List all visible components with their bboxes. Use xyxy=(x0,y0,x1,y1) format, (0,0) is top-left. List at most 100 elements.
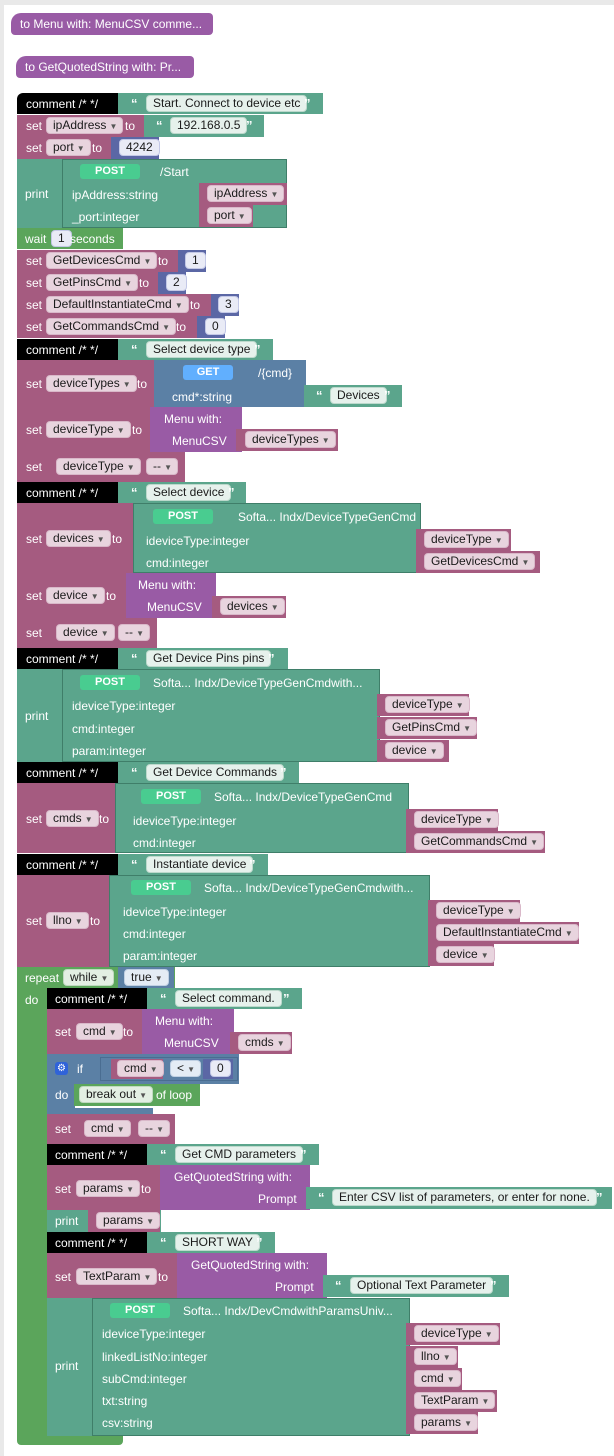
devices-string-value[interactable]: Devices xyxy=(330,387,387,404)
var-getpinscmd-dropdown[interactable]: GetPinsCmd▼ xyxy=(46,274,139,291)
var-devicetype-dropdown[interactable]: deviceType▼ xyxy=(424,531,509,548)
comment-block-select-cmd[interactable] xyxy=(47,988,153,1009)
port-value[interactable]: 4242 xyxy=(119,139,160,156)
var-getdevicescmd-name: GetDevicesCmd xyxy=(431,554,519,568)
api-post-pins-block[interactable] xyxy=(62,669,380,762)
var-llno-dropdown[interactable]: llno▼ xyxy=(414,1348,457,1365)
to-keyword: to xyxy=(132,423,143,437)
comment-block-cmd-params[interactable] xyxy=(47,1144,153,1165)
wait-value[interactable]: 1 xyxy=(51,230,72,247)
var-device-dropdown[interactable]: device▼ xyxy=(56,624,115,641)
var-devicetypes-dropdown[interactable]: deviceTypes▼ xyxy=(245,431,336,448)
var-llno-dropdown[interactable]: llno▼ xyxy=(46,912,89,929)
comment-block-start[interactable] xyxy=(17,93,123,114)
comment-block-pins[interactable] xyxy=(17,648,123,669)
menu-procedure-block[interactable]: to Menu with: MenuCSV comme... xyxy=(11,13,213,35)
var-device-dropdown[interactable]: device▼ xyxy=(436,946,495,963)
menu-call-block[interactable] xyxy=(142,1009,234,1054)
comment-text-instantiate[interactable]: Instantiate device xyxy=(146,856,254,873)
boolean-dropdown[interactable]: true▼ xyxy=(124,969,169,986)
operator-dropdown[interactable]: <▼ xyxy=(170,1060,202,1077)
var-getpinscmd-dropdown[interactable]: GetPinsCmd▼ xyxy=(385,719,478,736)
ip-value[interactable]: 192.168.0.5 xyxy=(170,117,248,134)
chevron-down-icon: ▼ xyxy=(96,535,105,544)
var-devicetype-dropdown[interactable]: deviceType▼ xyxy=(56,458,141,475)
var-params-dropdown[interactable]: params▼ xyxy=(414,1414,479,1431)
api-post-univ-block[interactable] xyxy=(92,1298,410,1436)
comment-block-short-way[interactable] xyxy=(47,1232,153,1253)
close-quote-icon: ” xyxy=(268,651,275,666)
break-mode-dropdown[interactable]: break out▼ xyxy=(79,1086,154,1103)
getquotedstring-call-block[interactable] xyxy=(160,1165,310,1210)
if-keyword: if xyxy=(77,1062,83,1076)
var-ipaddress-dropdown[interactable]: ipAddress▼ xyxy=(207,185,285,202)
dash-value-dropdown[interactable]: --▼ xyxy=(146,458,178,475)
comment-keyword: comment /* */ xyxy=(55,992,128,1006)
var-port-dropdown[interactable]: port▼ xyxy=(46,139,91,156)
var-devicetype-dropdown[interactable]: deviceType▼ xyxy=(436,902,521,919)
var-device-dropdown[interactable]: device▼ xyxy=(385,742,444,759)
comment-block-select-type[interactable] xyxy=(17,339,123,360)
var-devicetype-dropdown[interactable]: deviceType▼ xyxy=(414,811,499,828)
var-cmd-dropdown[interactable]: cmd▼ xyxy=(414,1370,461,1387)
var-cmds-dropdown[interactable]: cmds▼ xyxy=(238,1034,291,1051)
print-block-univ[interactable] xyxy=(47,1298,97,1436)
var-devices-dropdown[interactable]: devices▼ xyxy=(46,530,111,547)
var-device-dropdown[interactable]: device▼ xyxy=(46,587,105,604)
dash-value-dropdown[interactable]: --▼ xyxy=(118,624,150,641)
comment-text-pins[interactable]: Get Device Pins pins xyxy=(146,650,272,667)
comment-text-start[interactable]: Start. Connect to device etc xyxy=(146,95,308,112)
comment-text-select-type[interactable]: Select device type xyxy=(146,341,258,358)
comment-text-select-cmd[interactable]: Select command. xyxy=(175,990,282,1007)
while-mode-dropdown[interactable]: while▼ xyxy=(63,969,115,986)
defaultinstantiatecmd-value[interactable]: 3 xyxy=(218,296,239,313)
comment-block-commands[interactable] xyxy=(17,762,123,783)
var-defaultinstantiatecmd-dropdown[interactable]: DefaultInstantiateCmd▼ xyxy=(46,296,189,313)
optional-text-value[interactable]: Optional Text Parameter xyxy=(350,1277,494,1294)
var-devicetype-dropdown[interactable]: deviceType▼ xyxy=(46,421,131,438)
menu-call-block[interactable] xyxy=(126,573,216,618)
var-defaultinstantiatecmd-dropdown[interactable]: DefaultInstantiateCmd▼ xyxy=(436,924,579,941)
var-params-dropdown[interactable]: params▼ xyxy=(76,1180,141,1197)
var-textparam-dropdown[interactable]: TextParam▼ xyxy=(414,1392,496,1409)
var-getdevicescmd-dropdown[interactable]: GetDevicesCmd▼ xyxy=(424,553,536,570)
var-getdevicescmd-dropdown[interactable]: GetDevicesCmd▼ xyxy=(46,252,158,269)
var-params-dropdown[interactable]: params▼ xyxy=(96,1212,161,1229)
var-getcommandscmd-dropdown[interactable]: GetCommandsCmd▼ xyxy=(46,318,177,335)
var-textparam-dropdown[interactable]: TextParam▼ xyxy=(76,1268,158,1285)
comment-text-commands[interactable]: Get Device Commands xyxy=(146,764,285,781)
var-devicetype-dropdown[interactable]: deviceType▼ xyxy=(385,696,470,713)
print-block-pins[interactable] xyxy=(17,669,67,762)
comment-block-select-device[interactable] xyxy=(17,482,123,503)
getquotedstring-call-block[interactable] xyxy=(177,1253,327,1298)
var-ipaddress-dropdown[interactable]: ipAddress▼ xyxy=(46,117,124,134)
var-devices-dropdown[interactable]: devices▼ xyxy=(220,598,285,615)
getdevicescmd-value[interactable]: 1 xyxy=(185,252,206,269)
comment-block-instantiate[interactable] xyxy=(17,854,123,875)
comment-text-cmd-params[interactable]: Get CMD parameters xyxy=(175,1146,304,1163)
var-cmd-dropdown[interactable]: cmd▼ xyxy=(117,1060,164,1077)
var-port-dropdown[interactable]: port▼ xyxy=(207,207,252,224)
comment-text-short-way[interactable]: SHORT WAY xyxy=(175,1234,260,1251)
getquotedstring-procedure-block[interactable]: to GetQuotedString with: Pr... xyxy=(16,56,194,78)
getcommandscmd-value[interactable]: 0 xyxy=(205,318,226,335)
print-block-start[interactable] xyxy=(17,159,67,228)
open-quote-icon: “ xyxy=(156,118,163,133)
compare-value[interactable]: 0 xyxy=(210,1060,231,1077)
menu-call-block[interactable] xyxy=(150,407,242,452)
comment-text-select-device[interactable]: Select device xyxy=(146,484,232,501)
var-cmds-dropdown[interactable]: cmds▼ xyxy=(46,810,99,827)
enter-csv-value[interactable]: Enter CSV list of parameters, or enter f… xyxy=(332,1189,597,1206)
var-devicetype-dropdown[interactable]: deviceType▼ xyxy=(414,1325,499,1342)
var-devicetypes-dropdown[interactable]: deviceTypes▼ xyxy=(46,375,137,392)
chevron-down-icon: ▼ xyxy=(270,603,279,612)
getpinscmd-value[interactable]: 2 xyxy=(166,274,187,291)
var-llno-name: llno xyxy=(421,1349,440,1363)
var-cmd-dropdown[interactable]: cmd▼ xyxy=(76,1023,123,1040)
var-cmd-dropdown[interactable]: cmd▼ xyxy=(84,1120,131,1137)
var-getcommandscmd-dropdown[interactable]: GetCommandsCmd▼ xyxy=(414,833,545,850)
gear-icon[interactable]: ⚙ xyxy=(55,1062,68,1075)
var-devicetypes-name: deviceTypes xyxy=(53,376,120,390)
dash-value-dropdown[interactable]: --▼ xyxy=(138,1120,170,1137)
